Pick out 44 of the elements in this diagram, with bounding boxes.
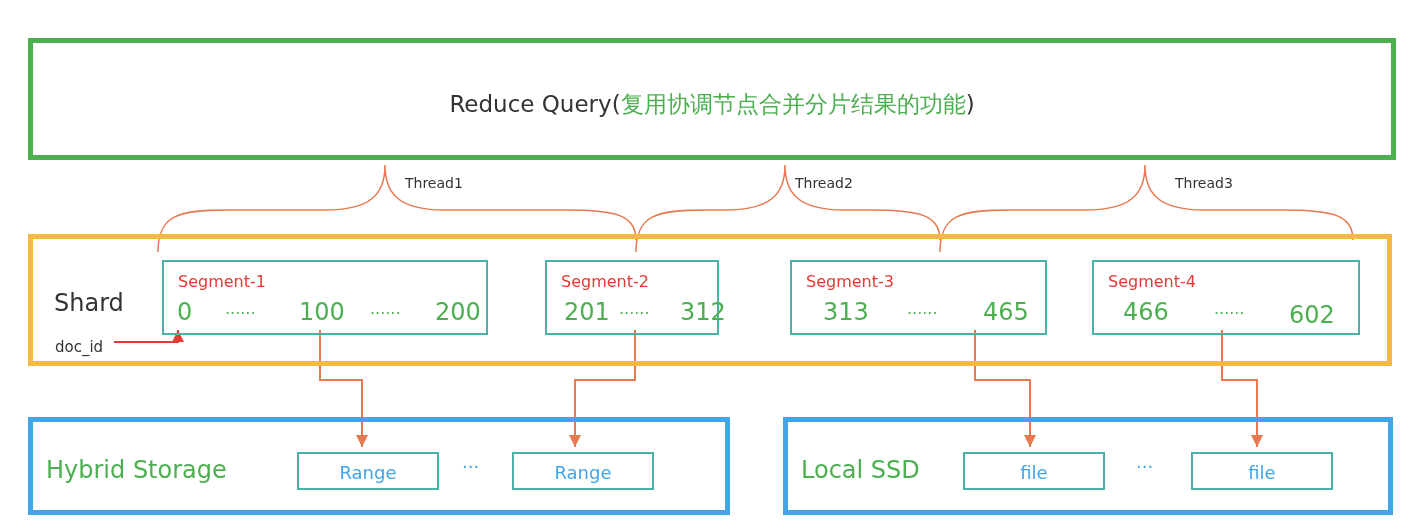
number-text: 100 [299,300,345,324]
storage-item-box: file [963,452,1105,490]
segment-box [790,260,1047,335]
doc-id-text: doc_id [55,337,117,357]
storage-panel [28,417,730,515]
arrow [113,329,184,343]
number-text: 466 [1123,300,1169,324]
segment-label: Segment-2 [561,274,649,290]
ellipsis-text: ······ [1214,306,1245,322]
arrow [1221,329,1263,448]
storage-panel [783,417,1393,515]
segment-label: Segment-3 [806,274,894,290]
segment-box [162,260,488,335]
shard-panel [28,234,1392,366]
query-note: (复用协调节点合并分片结果的功能) [611,91,975,117]
ellipsis-text: ··· [462,458,480,476]
storage-item-box: file [1191,452,1333,490]
number-text: 602 [1289,303,1335,327]
ellipsis-text: ······ [907,306,938,322]
ellipsis-text: ······ [225,306,256,322]
arrow [569,329,636,448]
number-text: 200 [435,300,481,324]
segment-label: Segment-1 [178,274,266,290]
shard-label: Shard [54,291,124,315]
storage-item-box: Range [512,452,654,490]
segment-box [1092,260,1360,335]
number-text: 465 [983,300,1029,324]
number-text: 313 [823,300,869,324]
segment-label: Segment-4 [1108,274,1196,290]
query-title: Reduce Query [449,91,612,117]
thread-label: Thread3 [1175,176,1233,190]
arrow [974,329,1036,448]
storage-item-box: Range [297,452,439,490]
thread-label: Thread2 [795,176,853,190]
arrow [319,329,368,448]
storage-label: Hybrid Storage [46,458,227,482]
ellipsis-text: ······ [370,306,401,322]
thread-label: Thread1 [405,176,463,190]
storage-label: Local SSD [801,458,920,482]
number-text: 0 [177,300,193,324]
ellipsis-text: ······ [619,306,650,322]
query-box [28,38,1396,160]
number-text: 201 [564,300,610,324]
ellipsis-text: ··· [1136,458,1154,476]
